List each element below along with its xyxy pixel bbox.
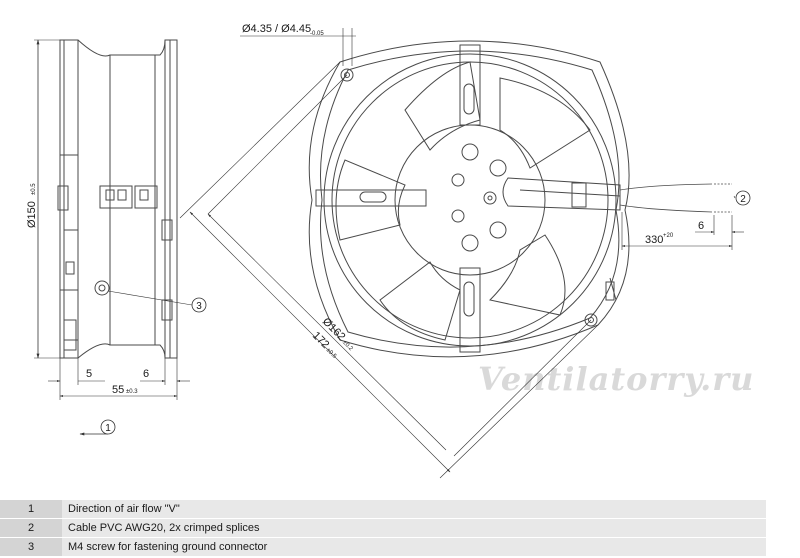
dimension-55-tol: ±0.3 <box>126 389 138 395</box>
legend-number: 1 <box>0 500 62 519</box>
dimension-5-6 <box>48 358 190 400</box>
dimension-172-tol: ±0.5 <box>325 347 338 360</box>
legend-row: 1 Direction of air flow "V" <box>0 500 766 519</box>
legend-table: 1 Direction of air flow "V" 2 Cable PVC … <box>0 500 766 557</box>
dimension-162-tol: ±0.2 <box>341 340 354 353</box>
callout-1: 1 <box>79 419 116 436</box>
dimension-diagonal <box>179 61 599 479</box>
legend-row: 3 M4 screw for fastening ground connecto… <box>0 537 766 557</box>
legend-number: 3 <box>0 537 62 557</box>
dimension-330-label: 330 <box>645 234 663 246</box>
dimension-hole-tol: -0.05 <box>310 31 324 37</box>
legend-number: 2 <box>0 518 62 538</box>
dimension-150: Ø150 ±0.5 <box>26 39 60 359</box>
dimension-150-tol: ±0.5 <box>31 183 37 195</box>
front-view <box>308 40 630 358</box>
legend-text: Direction of air flow "V" <box>62 500 766 519</box>
fan-technical-drawing: Ventilatorry.ru Ø150 <box>26 23 754 479</box>
side-view <box>57 39 178 359</box>
dimension-strip-6-label: 6 <box>698 220 704 232</box>
callout-2: 2 <box>733 190 751 206</box>
callout-2-label: 2 <box>740 194 746 205</box>
dimension-55-label: 55 <box>112 384 124 396</box>
watermark: Ventilatorry.ru <box>478 360 754 398</box>
dimension-5-label: 5 <box>86 368 92 380</box>
dimension-150-label: Ø150 <box>26 201 38 228</box>
dimension-hole <box>240 28 356 66</box>
legend-text: M4 screw for fastening ground connector <box>62 537 766 557</box>
dimension-cable <box>621 212 744 250</box>
callout-1-label: 1 <box>105 423 111 434</box>
dimension-6-label: 6 <box>143 368 149 380</box>
cable-wires <box>619 183 732 213</box>
callout-3-label: 3 <box>196 301 202 312</box>
dimension-330-tol: +20 <box>663 233 674 239</box>
callout-3: 3 <box>107 290 207 313</box>
legend-text: Cable PVC AWG20, 2x crimped splices <box>62 518 766 538</box>
legend-row: 2 Cable PVC AWG20, 2x crimped splices <box>0 518 766 538</box>
dimension-hole-label: Ø4.35 / Ø4.45 <box>242 23 311 35</box>
